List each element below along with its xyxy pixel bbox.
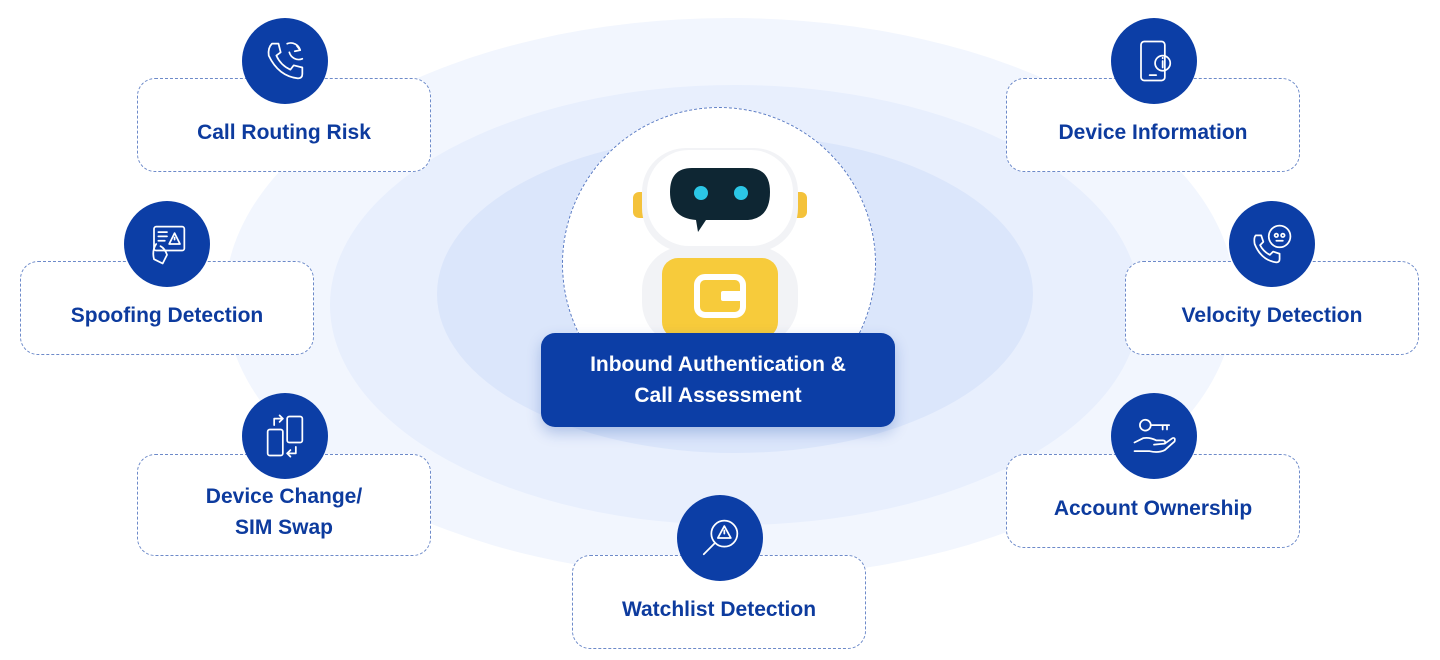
- account-ownership-card: Account Ownership: [1006, 454, 1300, 548]
- phone-skull-icon: [1229, 201, 1315, 287]
- watchlist-detection-label: Watchlist Detection: [621, 597, 817, 621]
- device-information-label: Device Information: [1058, 120, 1248, 144]
- account-ownership-label: Account Ownership: [1053, 496, 1253, 520]
- center-title-line1: Inbound Authentication &: [590, 353, 846, 376]
- phone-info-icon: [1111, 18, 1197, 104]
- center-title-line2: Call Assessment: [634, 384, 802, 407]
- magnifier-alert-icon: [677, 495, 763, 581]
- call-routing-risk-label: Call Routing Risk: [197, 120, 371, 144]
- spoofing-detection-label: Spoofing Detection: [70, 303, 264, 327]
- center-title: Inbound Authentication & Call Assessment: [541, 333, 895, 427]
- phone-swap-icon: [242, 393, 328, 479]
- phone-reroute-icon: [242, 18, 328, 104]
- key-hand-icon: [1111, 393, 1197, 479]
- device-change-label-line1: Device Change/: [205, 485, 363, 508]
- id-card-alert-icon: [124, 201, 210, 287]
- velocity-detection-label: Velocity Detection: [1181, 303, 1363, 327]
- robot-mascot-icon: [633, 148, 807, 340]
- device-change-label-line2: SIM Swap: [234, 516, 334, 539]
